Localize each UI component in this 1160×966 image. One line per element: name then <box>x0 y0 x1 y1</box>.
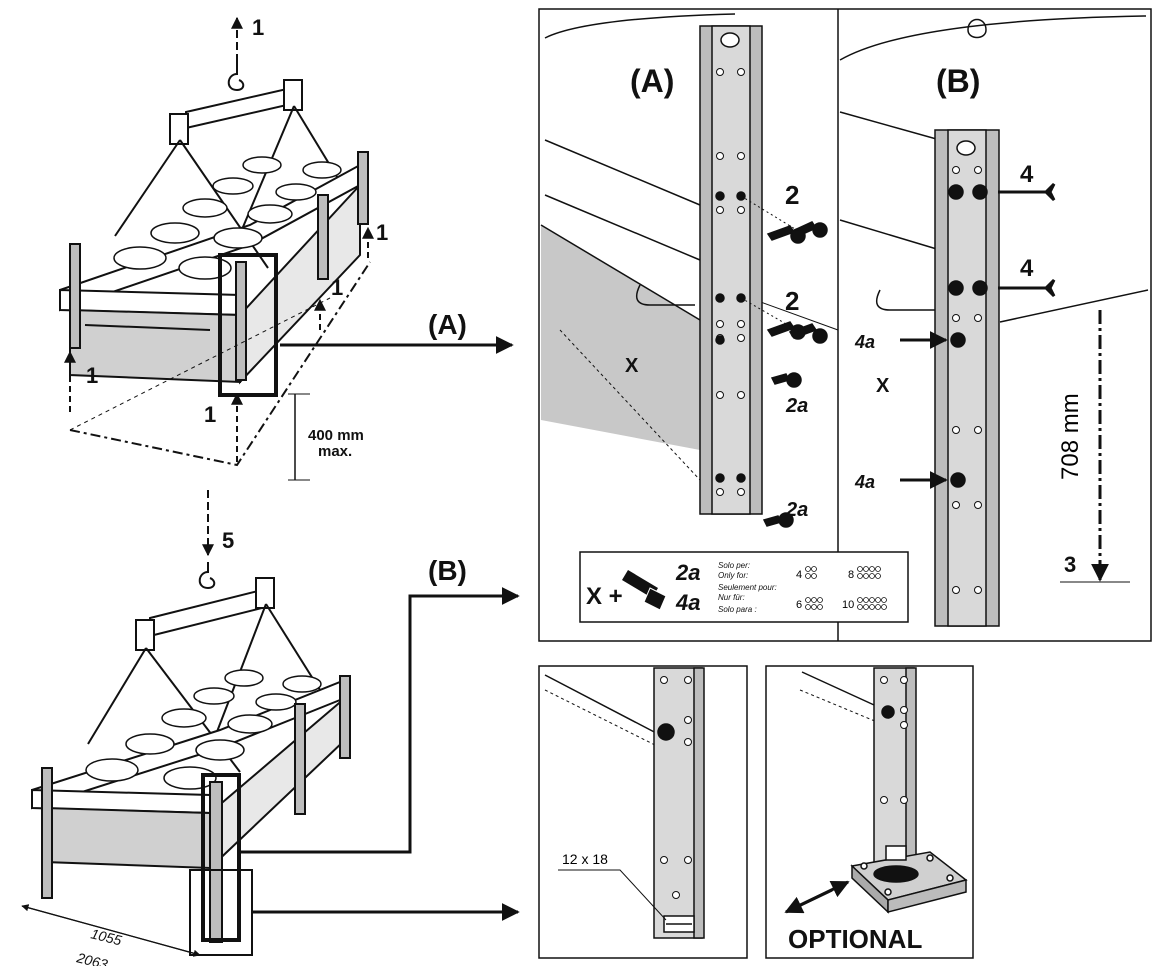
bolt-2a-label-mid: 2a <box>785 395 808 417</box>
lift-label-left: 1 <box>86 363 98 388</box>
legend-lang-1: Only for: <box>718 571 748 580</box>
callout-a-label: (A) <box>428 309 467 340</box>
hook-icon <box>227 62 245 92</box>
lift-label-top: 1 <box>252 15 264 40</box>
lift-label-right: 1 <box>331 275 343 300</box>
lift-label-front: 1 <box>204 402 216 427</box>
step-3-label: 3 <box>1064 552 1076 577</box>
detail-foot-bolt <box>544 667 705 939</box>
dim-width-label: 1055 <box>89 925 123 948</box>
lower-step-label: 5 <box>222 528 234 553</box>
bolt-2-label-top: 2 <box>785 180 799 210</box>
fan-count-icons <box>805 566 887 610</box>
detail-foot-bolt-frame <box>538 665 748 959</box>
callout-b-label: (B) <box>428 555 467 586</box>
detail-a-callout-box <box>218 253 278 397</box>
bolt-group-a <box>762 221 828 528</box>
panel-x-label-a: X <box>625 355 639 377</box>
height-max-sublabel: max. <box>318 443 352 460</box>
legend-lang-3: Nur für: <box>718 593 745 602</box>
detail-a-panel <box>540 13 839 528</box>
fan-count-6: 6 <box>796 599 802 611</box>
legend-code-4a: 4a <box>675 590 700 615</box>
fan-count-8: 8 <box>848 569 854 581</box>
lift-label-back: 1 <box>376 220 388 245</box>
height-max-label: 400 mm <box>308 427 364 444</box>
legend-lang-4: Solo para : <box>718 605 757 614</box>
fan-count-10: 10 <box>842 599 854 611</box>
spreader-bar <box>185 84 301 130</box>
dim-length-label: 2063 <box>74 949 109 966</box>
bolt-4a-label-bottom: 4a <box>854 472 875 492</box>
detail-b-title: (B) <box>936 63 980 99</box>
fan-count-4: 4 <box>796 569 802 581</box>
bolt-2a-label-bottom: 2a <box>785 499 808 521</box>
bolt-4-label-mid: 4 <box>1020 255 1034 282</box>
top-unit-illustration <box>59 16 514 481</box>
panel-x-label-b: X <box>876 375 890 397</box>
legend-lang-0: Solo per: <box>718 561 750 570</box>
fan-array <box>113 156 342 280</box>
insert-arrows-b <box>900 182 1056 489</box>
bolt-2-label-mid: 2 <box>785 286 799 316</box>
hook-icon-lower <box>198 562 216 590</box>
detail-b-panel <box>839 15 1149 627</box>
optional-label: OPTIONAL <box>788 924 922 954</box>
bolt-4a-label-mid: 4a <box>854 332 875 352</box>
detail-a-title: (A) <box>630 63 674 99</box>
bolt-legend <box>579 551 909 623</box>
legend-lang-2: Seulement pour: <box>718 583 777 592</box>
lifting-eye-icon <box>967 18 987 39</box>
detail-optional-footplate <box>784 667 968 914</box>
bolt-4-label-top: 4 <box>1020 161 1034 188</box>
detail-b-callout-box <box>201 773 241 942</box>
legend-code-2a: 2a <box>675 560 700 585</box>
detail-optional-frame <box>765 665 974 959</box>
bottom-unit-illustration <box>21 490 520 957</box>
leg-height-label: 708 mm <box>1057 393 1084 480</box>
panel-x-area <box>541 225 700 450</box>
legend-x-plus: X + <box>586 583 623 610</box>
bolt-size-label: 12 x 18 <box>562 851 608 867</box>
